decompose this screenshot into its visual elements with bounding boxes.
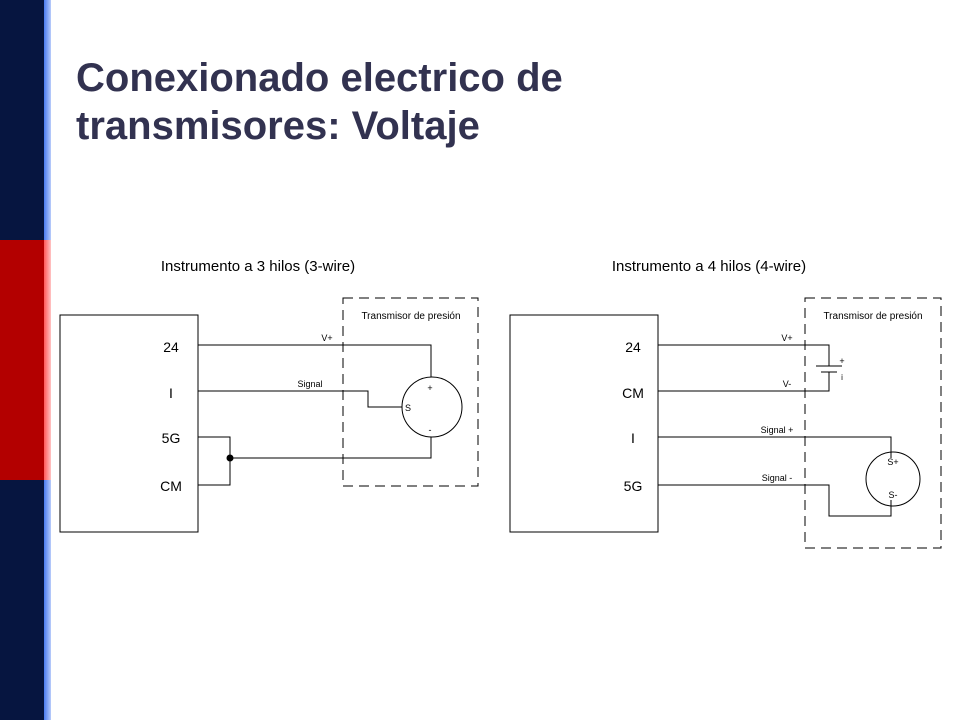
transmitter-label: Transmisor de presión [361,311,460,322]
slide-title-line-2: transmisores: Voltaje [76,104,480,148]
terminal-label: CM [160,478,182,494]
battery-mark: + [839,356,844,366]
wires-3-wire [198,344,432,486]
wire-vplus [198,344,432,377]
wire-signal-plus [658,436,892,458]
terminal-label: 24 [625,339,641,355]
sensor-terminal-label: S [405,403,411,413]
terminal-label: CM [622,385,644,401]
slide-title-line-1: Conexionado electrico de [76,56,563,100]
wire-vplus [658,344,830,366]
wire-label: Signal + [761,425,794,435]
terminal-label: 5G [624,478,643,494]
terminal-label: 5G [162,430,181,446]
wire-5g-cm-bridge [198,436,231,486]
sensor-terminal-label: - [429,425,432,435]
terminal-label: 24 [163,339,179,355]
wire-signal-minus [658,484,892,517]
diagram-3-wire-heading: Instrumento a 3 hilos (3-wire) [161,258,355,275]
wire-label: Signal - [762,473,793,483]
instrument-box [509,314,659,533]
transmitter-box [342,297,479,487]
diagram-3-wire: Instrumento a 3 hilos (3-wire) 24 I 5G C… [59,258,479,533]
sensor-terminal-label: S+ [887,457,898,467]
diagram-4-wire: Instrumento a 4 hilos (4-wire) 24 CM I 5… [509,258,942,549]
wires-4-wire [658,344,892,517]
slide-title: Conexionado electrico de transmisores: V… [76,54,936,150]
wire-vminus [658,372,830,392]
side-bar-red-block [0,240,44,480]
terminal-label: I [169,385,173,401]
wire-label: Signal [297,379,322,389]
diagram-4-wire-heading: Instrumento a 4 hilos (4-wire) [612,258,806,275]
junction-dot [226,454,234,462]
wire-label: V- [783,379,792,389]
wire-signal [198,390,402,408]
wire-label: V+ [321,333,332,343]
battery-mark: i [841,373,843,382]
sensor-terminal-label: + [427,383,432,393]
instrument-box [59,314,199,533]
terminal-label: I [631,430,635,446]
wire-label: V+ [781,333,792,343]
wire-common [230,437,432,459]
transmitter-box [804,297,942,549]
sensor-circle [865,451,921,507]
transmitter-label: Transmisor de presión [823,311,922,322]
sensor-terminal-label: S- [889,490,898,500]
side-accent-stripe-red [44,240,51,480]
